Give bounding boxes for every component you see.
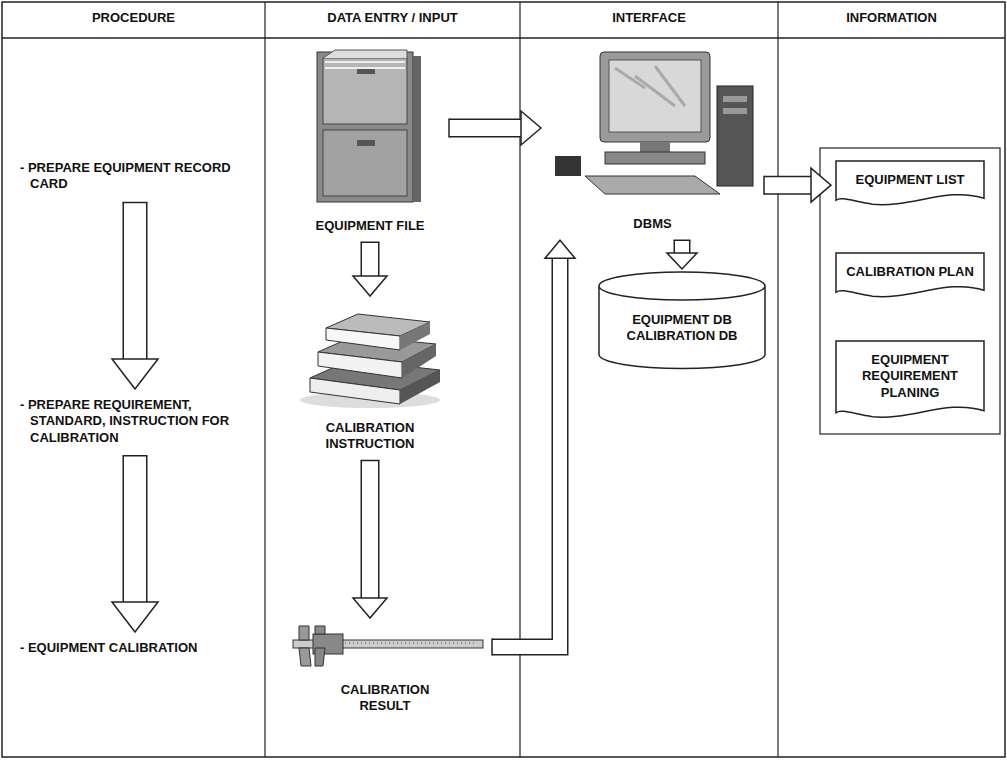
procedure-step: - PREPARE REQUIREMENT, STANDARD, INSTRUC… (18, 395, 233, 448)
arrow-outline (449, 119, 522, 138)
hollow-arrow (667, 240, 697, 269)
node-label: - PREPARE REQUIREMENT, STANDARD, INSTRUC… (20, 397, 231, 446)
hollow-arrow (353, 461, 387, 619)
arrow-head (667, 253, 697, 269)
arrow-tail (491, 639, 493, 656)
arrow-tail (123, 202, 148, 204)
arrow-body (124, 456, 146, 603)
arrow-head (521, 111, 541, 145)
arrow-head (112, 602, 158, 632)
hollow-arrow (492, 240, 575, 655)
books-illustration (290, 300, 450, 413)
database-cylinder: EQUIPMENT DBCALIBRATION DB (598, 272, 766, 369)
caliper-illustration (280, 622, 490, 675)
hollow-arrow (449, 111, 541, 145)
arrow-tail (361, 460, 380, 462)
node-label: EQUIPMENT DB (608, 312, 756, 328)
computer-drawing (545, 46, 760, 206)
arrow-head (353, 276, 387, 296)
arrow-tail (448, 119, 450, 138)
arrow-body (362, 461, 378, 600)
procedure-step: - EQUIPMENT CALIBRATION (18, 638, 248, 658)
procedure-step: - PREPARE EQUIPMENT RECORD CARD (18, 158, 233, 195)
column-header: DATA ENTRY / INPUT (265, 10, 520, 26)
arrow-body (449, 120, 522, 136)
arrow-outline (764, 176, 812, 195)
arrow-tail (123, 455, 148, 457)
node-label: - EQUIPMENT CALIBRATION (20, 640, 246, 656)
hollow-arrow (112, 456, 158, 632)
caliper-drawing (285, 622, 485, 672)
node-label: CALIBRATION DB (608, 328, 756, 344)
arrow-outline (674, 240, 691, 254)
input-item: CALIBRATION INSTRUCTION (290, 300, 450, 457)
input-item: EQUIPMENT FILE (295, 48, 445, 238)
node-label: - PREPARE EQUIPMENT RECORD CARD (20, 160, 231, 193)
arrow-outline (123, 456, 148, 603)
arrow-body (124, 203, 146, 361)
hollow-arrow (353, 242, 387, 296)
report-document: CALIBRATION PLAN (835, 252, 985, 302)
hollow-arrow (112, 203, 158, 390)
arrow-tail (361, 242, 380, 244)
column-header: PROCEDURE (2, 10, 265, 26)
arrow-outline (361, 461, 380, 600)
node-label: CALIBRATION INSTRUCTION (300, 420, 440, 453)
books-drawing (290, 300, 450, 410)
dbms-computer: DBMS (545, 46, 760, 236)
input-item: CALIBRATION RESULT (280, 622, 490, 719)
column-header: INFORMATION (778, 10, 1005, 26)
node-label: DBMS (553, 216, 753, 232)
hollow-arrow (764, 168, 831, 202)
node-label: EQUIPMENT REQUIREMENT PLANING (845, 352, 975, 401)
arrow-outline (361, 242, 380, 277)
arrow-outline (123, 203, 148, 361)
node-label: CALIBRATION PLAN (845, 264, 975, 280)
node-label: EQUIPMENT FILE (295, 218, 445, 234)
arrow-head (545, 240, 575, 258)
cabinet-illustration (295, 48, 445, 211)
node-label: EQUIPMENT LIST (845, 172, 975, 188)
arrow-tail (674, 240, 691, 242)
arrow-head (112, 359, 158, 389)
report-document: EQUIPMENT LIST (835, 160, 985, 210)
arrow-head (353, 598, 387, 618)
arrow-tail (763, 176, 765, 195)
computer-illustration (545, 46, 760, 209)
arrow-body (675, 240, 689, 254)
arrow-body (492, 257, 560, 647)
report-document: EQUIPMENT REQUIREMENT PLANING (835, 340, 985, 423)
arrow-head (811, 168, 831, 202)
arrow-outline (492, 257, 560, 647)
arrow-body (764, 177, 812, 193)
node-label: CALIBRATION RESULT (320, 682, 450, 715)
cabinet-drawing (295, 48, 445, 208)
column-header: INTERFACE (520, 10, 778, 26)
arrow-body (362, 242, 378, 277)
